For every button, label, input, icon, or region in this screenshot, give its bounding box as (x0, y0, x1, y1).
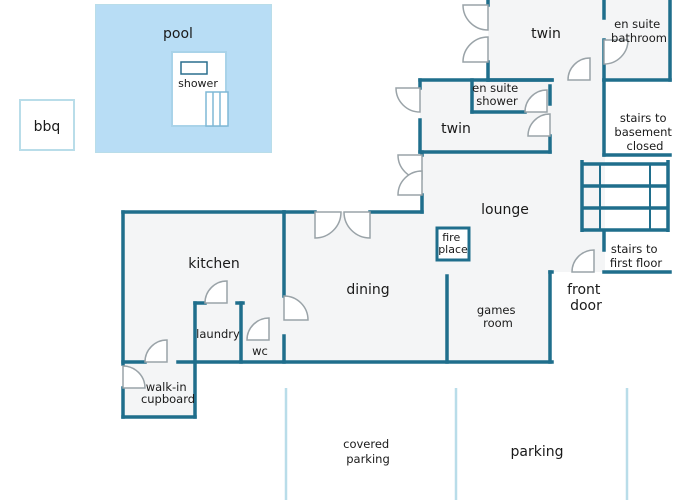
kitchen-label: kitchen (188, 256, 240, 272)
shower-label: shower (178, 77, 218, 90)
door-twin-lower-corridor (527, 113, 551, 137)
fireplace-label: fire place (438, 231, 468, 256)
fireplace (435, 226, 471, 262)
door-twin-upper-corridor (567, 57, 591, 81)
room-labels: twin en suite bathroom en suite shower t… (141, 17, 675, 466)
pool-label: pool (163, 26, 193, 42)
twin-lower-label: twin (441, 121, 471, 137)
games-room-label: games room (477, 303, 519, 330)
ensuite-bathroom-label: en suite bathroom (611, 17, 667, 45)
shower-tray (180, 61, 208, 75)
door-twin-lower-outside (395, 87, 421, 113)
door-twin-upper-1 (462, 4, 489, 31)
walls (121, 0, 672, 419)
front-door-label: front door (567, 282, 605, 314)
pool-area: pool shower (95, 4, 272, 153)
parking-label: parking (511, 444, 564, 460)
laundry-label: laundry (196, 327, 240, 341)
covered-parking-label: covered parking (343, 437, 393, 466)
door-front (571, 249, 595, 273)
door-ensuite-shower (524, 89, 548, 113)
door-swings (122, 4, 629, 389)
door-cupboard-kitchen (144, 339, 168, 363)
parking-lines (284, 388, 629, 500)
dining-label: dining (346, 282, 389, 298)
door-dining-2 (343, 211, 371, 239)
stairs-basement-label: stairs to basement closed (614, 111, 675, 153)
wc-label: wc (252, 344, 268, 358)
door-wc (246, 317, 270, 341)
lounge-label: lounge (481, 202, 529, 218)
bbq-label: bbq (34, 119, 61, 135)
door-ensuite-bathroom (603, 39, 629, 65)
door-dining-1 (314, 211, 342, 239)
bbq-area: bbq (19, 99, 75, 151)
walk-in-cupboard-label: walk-in cupboard (141, 380, 195, 406)
stairs-first-floor-label: stairs to first floor (610, 242, 662, 270)
ensuite-shower-label: en suite shower (472, 81, 522, 108)
door-kitchen-dining (283, 295, 309, 321)
door-twin-upper-2 (462, 36, 489, 63)
twin-upper-label: twin (531, 26, 561, 42)
door-lounge-2 (397, 170, 423, 196)
door-laundry (204, 280, 228, 304)
stairs (580, 160, 670, 232)
door-cupboard-outside (122, 365, 146, 389)
pool-steps (205, 91, 229, 127)
